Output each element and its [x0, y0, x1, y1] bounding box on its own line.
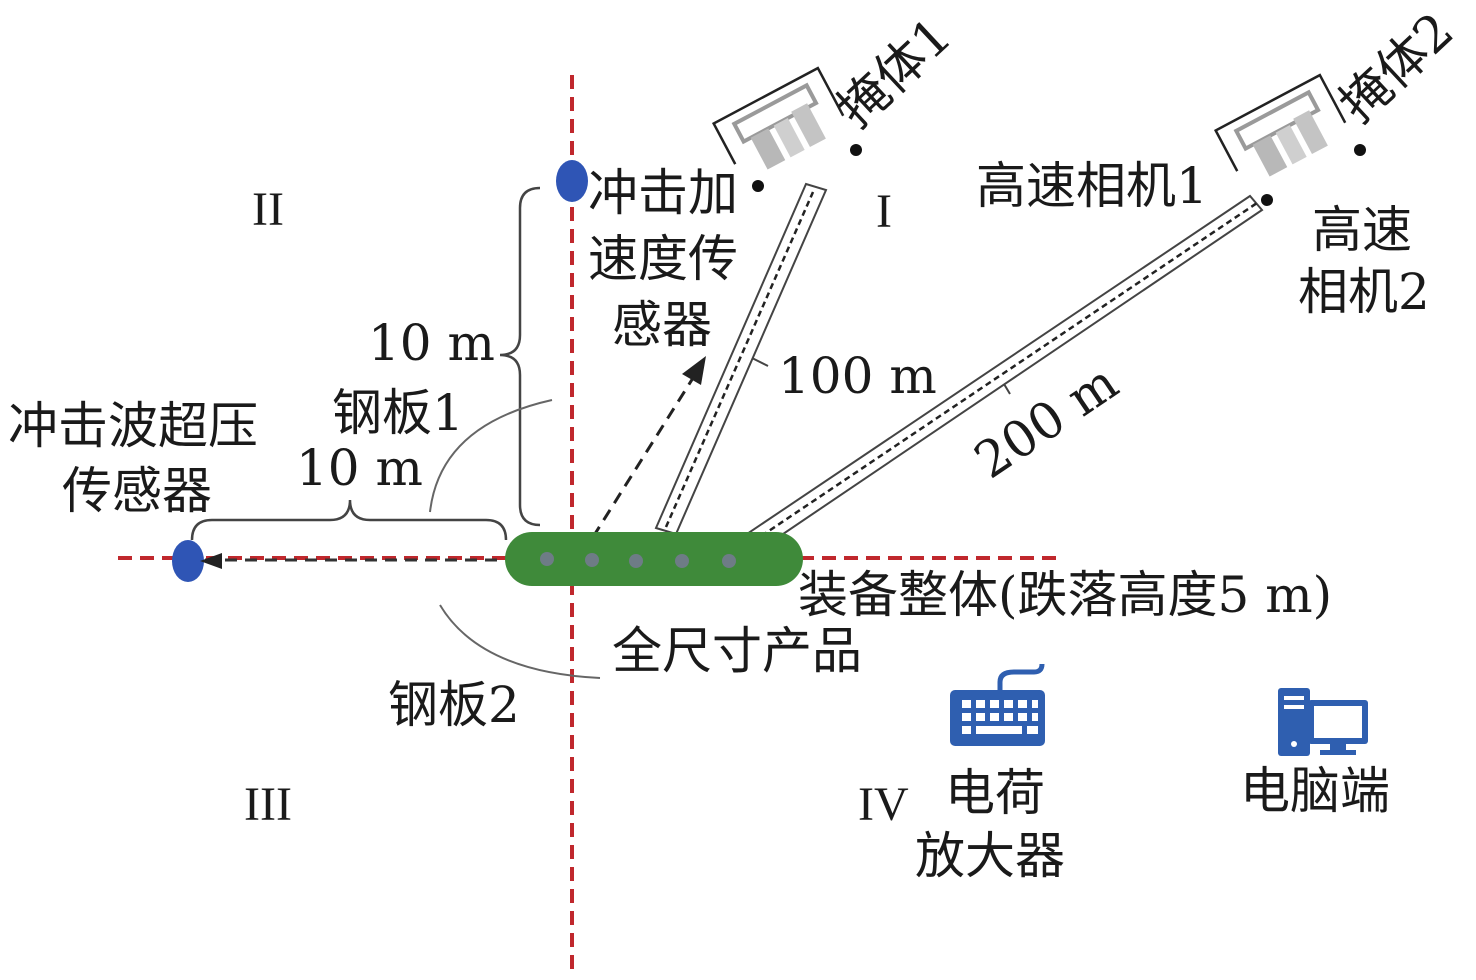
- quadrant-label-1: I: [876, 185, 892, 238]
- equipment-dot: [722, 554, 736, 568]
- shockwave-sensor-label-line2: 传感器: [62, 462, 212, 520]
- bunker-2-marker: [1354, 144, 1366, 156]
- quadrant-label-3: III: [244, 778, 292, 831]
- steel-plate-1-label: 钢板1: [332, 384, 464, 442]
- equipment-label: 装备整体(跌落高度5 m): [798, 566, 1332, 624]
- vertical-distance-label: 10 m: [368, 314, 495, 372]
- steel-plate-2-label: 钢板2: [388, 676, 520, 734]
- accel-dashed-arrow: [591, 356, 706, 538]
- equipment-dot: [585, 553, 599, 567]
- keyboard-icon: [950, 663, 1045, 746]
- equipment-dot: [629, 554, 643, 568]
- bunker-1-marker: [850, 144, 862, 156]
- camera-1-label: 高速相机1: [976, 157, 1208, 215]
- product-label: 全尺寸产品: [612, 622, 862, 680]
- equipment-dot: [675, 554, 689, 568]
- camera-2-label-line1: 高速: [1312, 201, 1412, 259]
- camera1-marker: [752, 180, 764, 192]
- computer-label: 电脑端: [1240, 762, 1390, 820]
- accel-sensor-label-line2: 速度传: [588, 230, 738, 288]
- amplifier-label-line1: 电荷: [945, 764, 1045, 822]
- accel-sensor-label-line3: 感器: [612, 296, 712, 354]
- horizontal-brace: [190, 499, 508, 541]
- bunker-1-icon: [711, 66, 845, 170]
- desktop-computer-icon: [1278, 688, 1368, 756]
- camera1-distance-label: 100 m: [778, 347, 937, 405]
- amplifier-label-line2: 放大器: [915, 827, 1065, 885]
- equipment-body: [505, 532, 803, 586]
- steel-plate-2-arc: [439, 604, 601, 679]
- horizontal-distance-label: 10 m: [296, 439, 423, 497]
- camera2-marker: [1261, 194, 1273, 206]
- bunker-2-label: 掩体2: [1329, 1, 1465, 133]
- accel-sensor-label-line1: 冲击加: [588, 164, 738, 222]
- shockwave-sensor-label-line1: 冲击波超压: [8, 397, 258, 455]
- vertical-brace: [499, 186, 541, 527]
- bunker-2-icon: [1213, 73, 1347, 177]
- shockwave-sensor-dot: [172, 540, 204, 582]
- quadrant-label-2: II: [252, 183, 284, 236]
- bunker-1-label: 掩体1: [827, 6, 963, 138]
- equipment-dot: [540, 552, 554, 566]
- quadrant-label-4: IV: [858, 778, 909, 831]
- steel-plate-1-arc: [429, 399, 553, 513]
- accel-sensor-dot: [556, 160, 588, 202]
- shockwave-arrow: [200, 553, 222, 569]
- camera-2-label-line2: 相机2: [1298, 263, 1430, 321]
